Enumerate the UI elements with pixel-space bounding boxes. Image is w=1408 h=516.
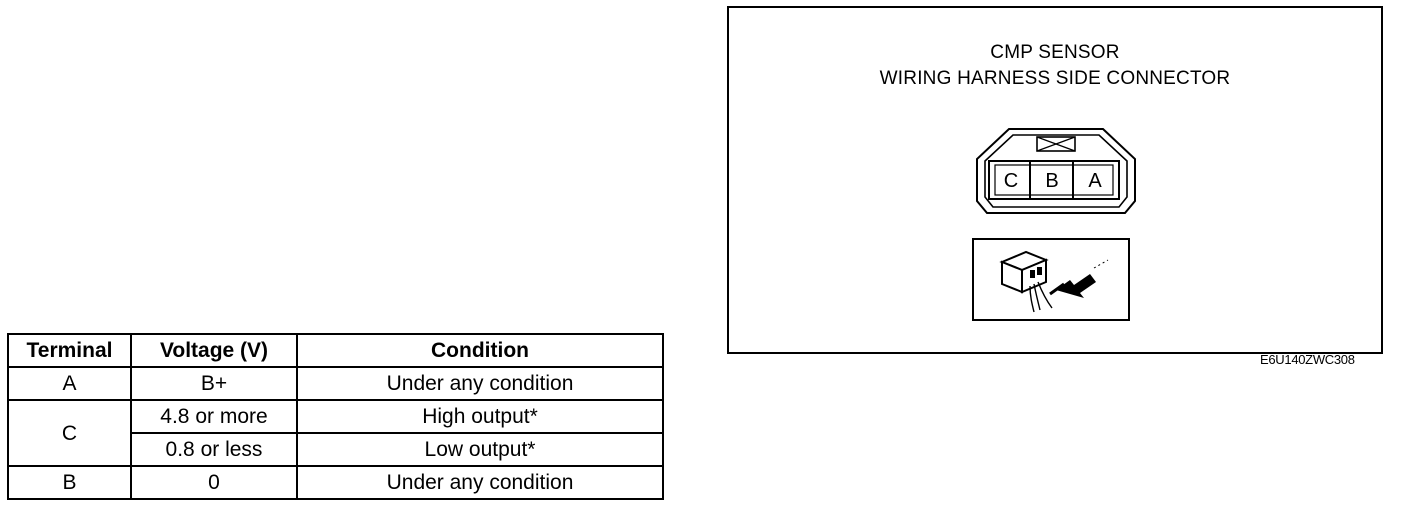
connector-housing-icon: C B A bbox=[976, 128, 1136, 214]
table-row: 0.8 or less Low output* bbox=[8, 432, 664, 467]
probe-back-insertion-icon bbox=[999, 250, 1109, 313]
pin-label-a: A bbox=[1088, 170, 1102, 192]
terminal-voltage-table: Terminal Voltage (V) Condition A B+ Unde… bbox=[7, 333, 664, 500]
pin-label-c: C bbox=[1004, 170, 1018, 192]
cell-condition: Low output* bbox=[296, 432, 664, 467]
figure-code: E6U140ZWC308 bbox=[1260, 352, 1355, 367]
pin-label-b: B bbox=[1045, 170, 1058, 192]
table-header-row: Terminal Voltage (V) Condition bbox=[7, 333, 664, 368]
cell-condition: Under any condition bbox=[296, 465, 664, 500]
table-row: A B+ Under any condition bbox=[7, 366, 664, 401]
probe-illustration-box bbox=[972, 238, 1130, 321]
table-row: C 4.8 or more High output* bbox=[7, 399, 664, 467]
cell-voltage: 0 bbox=[130, 465, 298, 500]
cell-voltage: B+ bbox=[130, 366, 298, 401]
header-terminal: Terminal bbox=[7, 333, 132, 368]
cell-voltage: 4.8 or more bbox=[130, 399, 298, 434]
diagram-title-line1: CMP SENSOR bbox=[990, 42, 1120, 63]
table-row: B 0 Under any condition bbox=[7, 465, 664, 500]
cell-condition: Under any condition bbox=[296, 366, 664, 401]
cell-terminal: A bbox=[7, 366, 132, 401]
cell-condition: High output* bbox=[296, 399, 664, 434]
cell-terminal: B bbox=[7, 465, 132, 500]
diagram-title-line2: WIRING HARNESS SIDE CONNECTOR bbox=[879, 68, 1231, 89]
header-voltage: Voltage (V) bbox=[130, 333, 298, 368]
connector-diagram-panel: CMP SENSOR WIRING HARNESS SIDE CONNECTOR… bbox=[727, 6, 1383, 354]
header-condition: Condition bbox=[296, 333, 664, 368]
cell-terminal: C bbox=[7, 399, 132, 467]
cell-voltage: 0.8 or less bbox=[130, 432, 298, 467]
